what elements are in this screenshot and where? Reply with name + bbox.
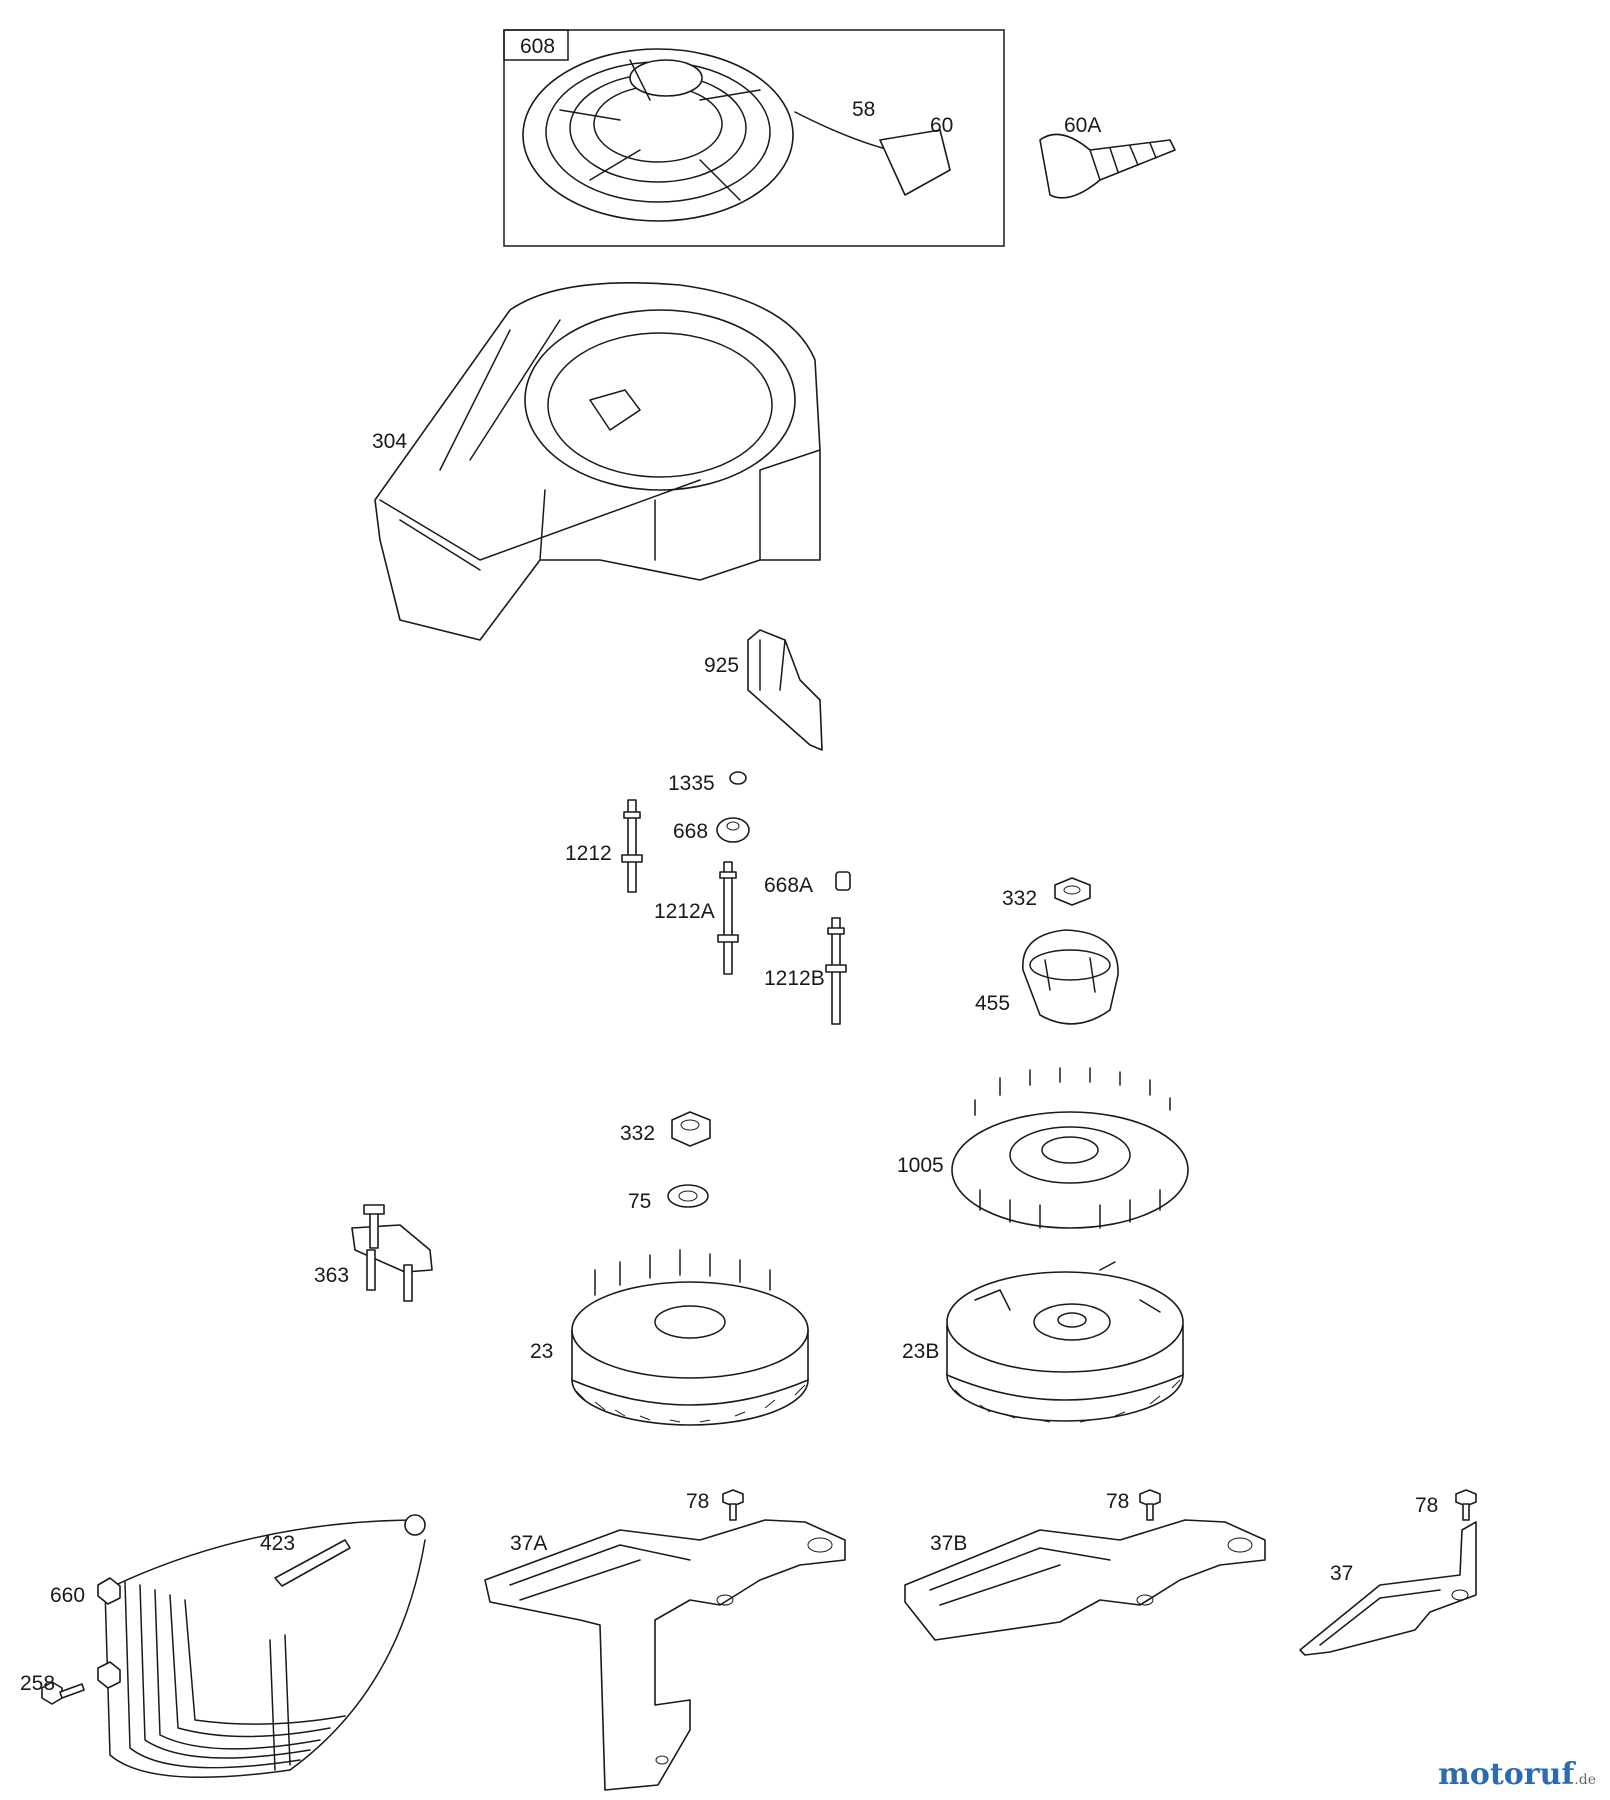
part-78-screw-b [1139,1489,1161,1521]
part-660-spring-guard [97,1514,426,1779]
label-332-top: 332 [1002,887,1037,910]
part-75-washer [667,1184,709,1208]
label-668A: 668A [764,874,813,897]
label-304: 304 [372,430,407,453]
label-37A: 37A [510,1532,547,1555]
label-75: 75 [628,1190,651,1213]
label-78-a: 78 [686,1490,709,1513]
part-423-pin [274,1539,351,1587]
label-608: 608 [520,35,555,58]
label-1005: 1005 [897,1154,944,1177]
label-23: 23 [530,1340,553,1363]
part-608-rewind-starter-group [503,29,1005,247]
label-423: 423 [260,1532,295,1555]
watermark-logo: motoruf.de [1438,1757,1596,1792]
part-1335-nut [729,771,747,785]
part-1212-stud [621,799,643,893]
label-1212A: 1212A [654,900,715,923]
part-37B-brake-bracket [904,1519,1266,1641]
label-78-b: 78 [1106,1490,1129,1513]
part-23B-flywheel [946,1261,1184,1423]
label-23B: 23B [902,1340,939,1363]
watermark-suffix: .de [1574,1772,1596,1788]
label-1335: 1335 [668,772,715,795]
label-660: 660 [50,1584,85,1607]
part-23-flywheel [571,1249,809,1426]
part-1212B-stud [825,917,847,1025]
label-60: 60 [930,114,953,137]
watermark-brand: motoruf [1438,1757,1575,1792]
label-668: 668 [673,820,708,843]
part-304-blower-housing [374,281,821,641]
label-332: 332 [620,1122,655,1145]
part-363-brake-bracket [351,1204,433,1302]
part-455-starter-cup [1022,929,1119,1025]
part-1005-fan [951,1067,1189,1229]
label-455: 455 [975,992,1010,1015]
part-78-screw-a [722,1489,744,1521]
label-363: 363 [314,1264,349,1287]
part-37A-brake-bracket [484,1519,846,1791]
part-925-air-guide [747,629,823,751]
part-258-screw [41,1681,85,1705]
part-37-brake-lever [1299,1521,1477,1656]
label-1212: 1212 [565,842,612,865]
label-37B: 37B [930,1532,967,1555]
label-925: 925 [704,654,739,677]
part-332-flywheel-nut-top [1054,877,1091,906]
part-332-flywheel-nut [671,1111,711,1147]
part-78-screw-c [1455,1489,1477,1521]
part-668A-spacer [835,871,851,891]
label-258: 258 [20,1672,55,1695]
label-78-c: 78 [1415,1494,1438,1517]
label-60A: 60A [1064,114,1101,137]
part-668-spacer [716,817,750,843]
label-58: 58 [852,98,875,121]
label-1212B: 1212B [764,967,825,990]
part-60A-starter-handle [1039,133,1176,199]
part-1212A-stud [717,861,739,975]
label-37: 37 [1330,1562,1353,1585]
